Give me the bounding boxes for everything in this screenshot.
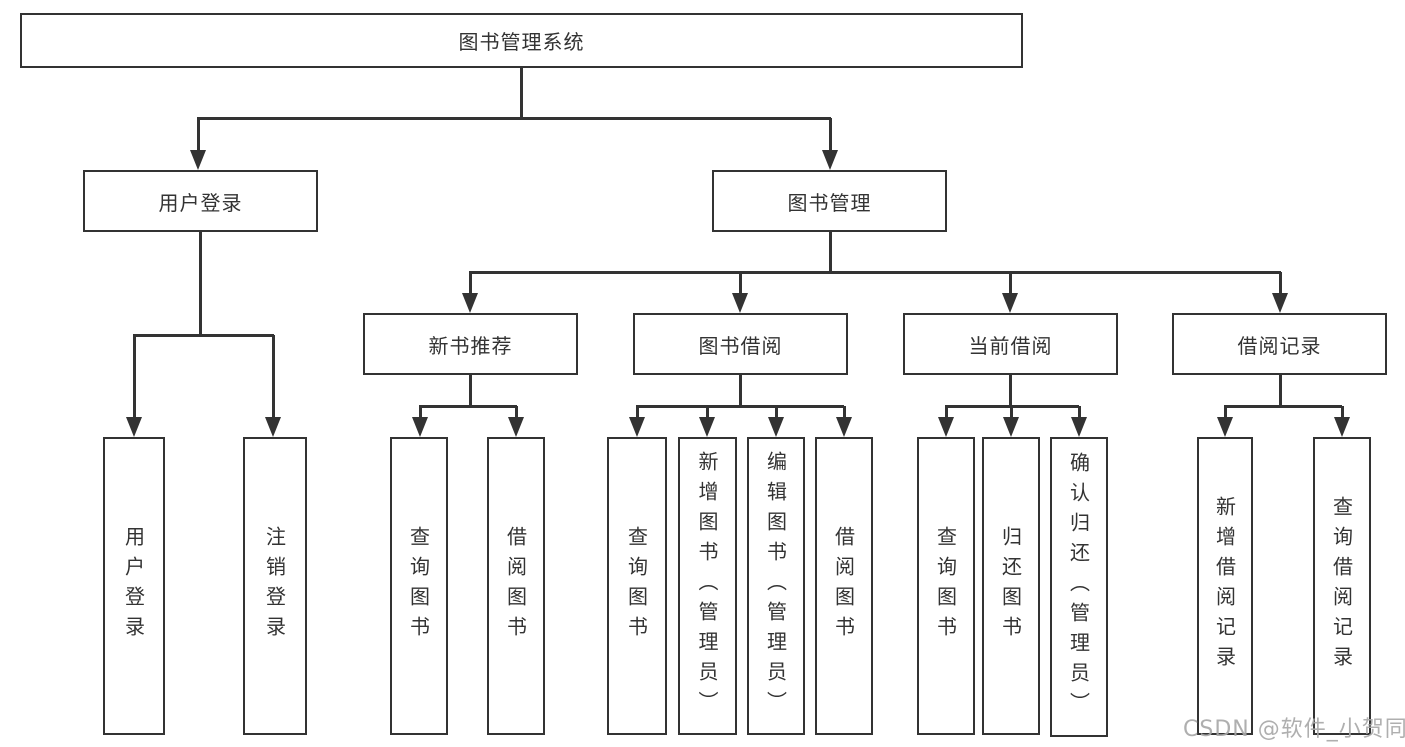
connector-line: [197, 118, 200, 153]
connector-line: [739, 374, 742, 407]
leaf-logout: 注销登录: [243, 437, 307, 735]
connector-line: [1341, 406, 1344, 420]
connector-line: [133, 334, 274, 337]
connector-line: [1010, 406, 1013, 420]
connector-line: [419, 405, 517, 408]
arrow-down-icon: [126, 417, 142, 437]
connector-line: [706, 406, 709, 420]
leaf-borrow-books: 借阅图书: [815, 437, 873, 735]
connector-line: [945, 406, 948, 420]
connector-line: [272, 335, 275, 420]
connector-line: [739, 272, 742, 296]
node-book-borrow: 图书借阅: [633, 313, 848, 375]
connector-line: [469, 271, 1281, 274]
connector-line: [829, 231, 832, 273]
connector-line: [419, 406, 422, 420]
arrow-down-icon: [1217, 417, 1233, 437]
leaf-edit-book-admin: 编辑图书（管理员）: [747, 437, 805, 735]
arrow-down-icon: [1334, 417, 1350, 437]
csdn-watermark: CSDN @软件_小贺同学: [1183, 717, 1405, 742]
connector-line: [133, 335, 136, 420]
leaf-confirm-return-admin: 确认归还（管理员）: [1050, 437, 1108, 737]
arrow-down-icon: [190, 150, 206, 170]
leaf-query-borrow-record: 查询借阅记录: [1313, 437, 1371, 735]
node-borrow-record: 借阅记录: [1172, 313, 1387, 375]
leaf-add-book-admin: 新增图书（管理员）: [678, 437, 737, 735]
connector-line: [520, 67, 523, 118]
leaf-query-books-recommend: 查询图书: [390, 437, 448, 735]
leaf-query-books-borrow: 查询图书: [607, 437, 667, 735]
node-new-book-recommend: 新书推荐: [363, 313, 578, 375]
connector-line: [843, 406, 846, 420]
arrow-down-icon: [822, 150, 838, 170]
arrow-down-icon: [699, 417, 715, 437]
arrow-down-icon: [768, 417, 784, 437]
leaf-borrow-books-recommend: 借阅图书: [487, 437, 545, 735]
connector-line: [1009, 272, 1012, 296]
arrow-down-icon: [508, 417, 524, 437]
connector-line: [829, 118, 832, 153]
leaf-return-books: 归还图书: [982, 437, 1040, 735]
connector-line: [636, 405, 844, 408]
arrow-down-icon: [938, 417, 954, 437]
connector-line: [197, 117, 831, 120]
connector-line: [515, 406, 518, 420]
arrow-down-icon: [1272, 293, 1288, 313]
arrow-down-icon: [265, 417, 281, 437]
connector-line: [1224, 406, 1227, 420]
connector-line: [199, 231, 202, 336]
arrow-down-icon: [1003, 417, 1019, 437]
arrow-down-icon: [1071, 417, 1087, 437]
leaf-user-login: 用户登录: [103, 437, 165, 735]
connector-line: [775, 406, 778, 420]
arrow-down-icon: [629, 417, 645, 437]
arrow-down-icon: [836, 417, 852, 437]
arrow-down-icon: [412, 417, 428, 437]
connector-line: [1224, 405, 1342, 408]
leaf-query-books-current: 查询图书: [917, 437, 975, 735]
connector-line: [1279, 272, 1282, 296]
connector-line: [636, 406, 639, 420]
arrow-down-icon: [462, 293, 478, 313]
arrow-down-icon: [732, 293, 748, 313]
node-book-management: 图书管理: [712, 170, 947, 232]
connector-line: [1279, 374, 1282, 407]
leaf-add-borrow-record: 新增借阅记录: [1197, 437, 1253, 735]
connector-line: [1078, 406, 1081, 420]
node-current-borrow: 当前借阅: [903, 313, 1118, 375]
arrow-down-icon: [1002, 293, 1018, 313]
connector-line: [469, 374, 472, 407]
node-root: 图书管理系统: [20, 13, 1023, 68]
node-user-login: 用户登录: [83, 170, 318, 232]
connector-line: [469, 272, 472, 296]
connector-line: [1009, 374, 1012, 407]
